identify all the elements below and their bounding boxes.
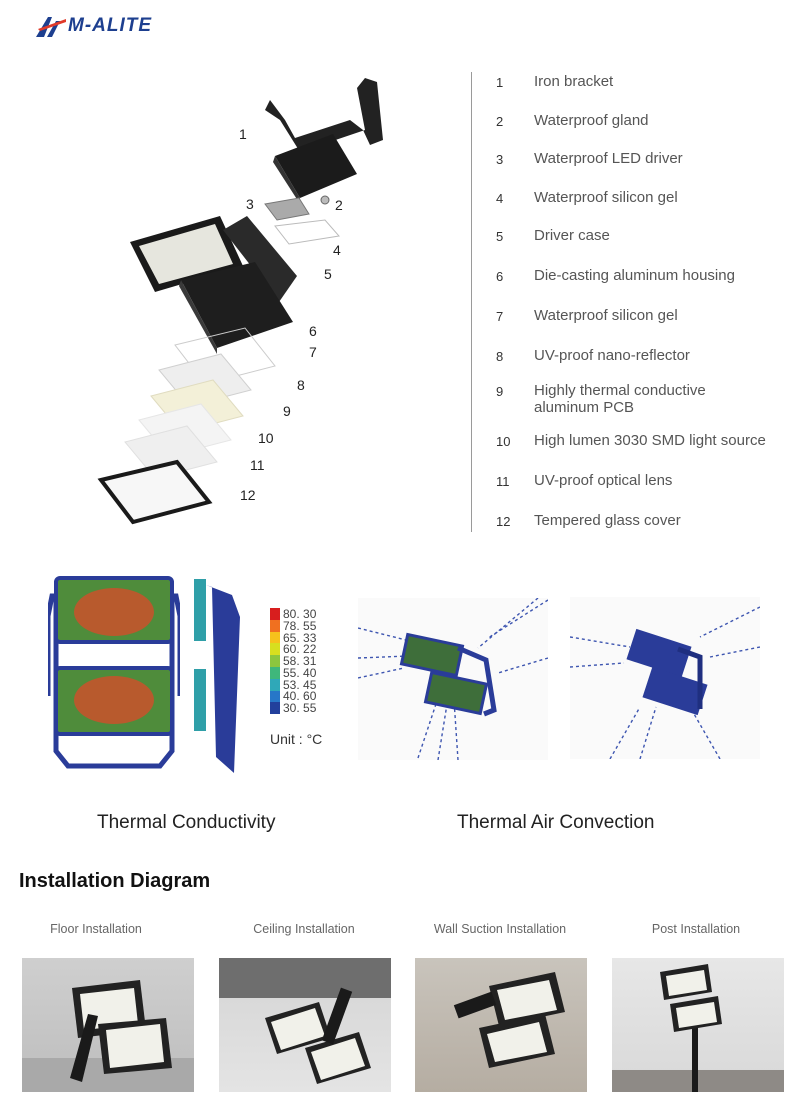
- caption-thermal-air-convection: Thermal Air Convection: [457, 812, 655, 833]
- legend-row: 65. 33: [270, 631, 316, 645]
- caption-thermal-conductivity: Thermal Conductivity: [97, 812, 276, 833]
- callout-10: 10: [258, 430, 274, 446]
- legend-row: 30. 55: [270, 701, 316, 715]
- legend-swatch: [270, 631, 280, 644]
- callout-6: 6: [309, 323, 317, 339]
- logo-mark-icon: [36, 17, 66, 37]
- installation-title: Installation Diagram: [19, 870, 211, 892]
- callout-3: 3: [246, 196, 254, 212]
- convection-image-back: [569, 597, 761, 760]
- installation-label-ceiling: Ceiling Installation: [253, 922, 355, 936]
- legend-swatch: [270, 655, 280, 667]
- callout-7: 7: [309, 344, 317, 360]
- callout-4: 4: [333, 242, 341, 258]
- legend-unit: Unit : °C: [270, 731, 323, 747]
- thermal-side-image: [194, 577, 242, 773]
- legend-swatch: [270, 619, 280, 632]
- legend-row: 78. 55: [270, 619, 316, 633]
- legend-swatch: [270, 678, 280, 691]
- legend-swatch: [270, 702, 280, 715]
- legend-row: 80. 30: [270, 607, 316, 621]
- legend-row: 60. 22: [270, 642, 316, 656]
- installation-label-floor: Floor Installation: [50, 922, 142, 936]
- callout-9: 9: [283, 403, 291, 419]
- legend-swatch: [270, 608, 280, 620]
- legend-row: 58. 31: [270, 654, 316, 668]
- legend-swatch: [270, 643, 280, 656]
- legend-row: 40. 60: [270, 689, 316, 703]
- brand-logo: M-ALITE: [36, 14, 152, 38]
- callout-11: 11: [250, 457, 265, 473]
- exploded-illustration: [97, 78, 383, 525]
- legend-swatch: [270, 666, 280, 679]
- thermal-front-image: [45, 576, 183, 772]
- installation-photo-wall: [415, 958, 587, 1092]
- exploded-view-diagram: 1 3 2 4 5 6 7 8 9 10 11 12: [95, 70, 435, 530]
- legend-row: 55. 40: [270, 666, 316, 680]
- callout-1: 1: [239, 126, 247, 142]
- logo-text: M-ALITE: [68, 15, 153, 36]
- installation-label-wall: Wall Suction Installation: [433, 922, 567, 936]
- installation-photo-ceiling: [219, 958, 391, 1092]
- legend-swatch: [270, 690, 280, 703]
- installation-photo-post: [612, 958, 784, 1092]
- installation-photo-floor: [22, 958, 194, 1092]
- callout-8: 8: [297, 377, 305, 393]
- installation-label-post: Post Installation: [651, 922, 741, 936]
- callout-2: 2: [335, 197, 343, 213]
- temperature-legend: 80. 30 78. 55 65. 33 60. 22 58. 31 55. 4…: [270, 607, 316, 715]
- section-divider: [471, 72, 472, 532]
- convection-image-front: [357, 597, 549, 761]
- callout-5: 5: [324, 266, 332, 282]
- legend-row: 53. 45: [270, 678, 316, 692]
- callout-12: 12: [240, 487, 256, 503]
